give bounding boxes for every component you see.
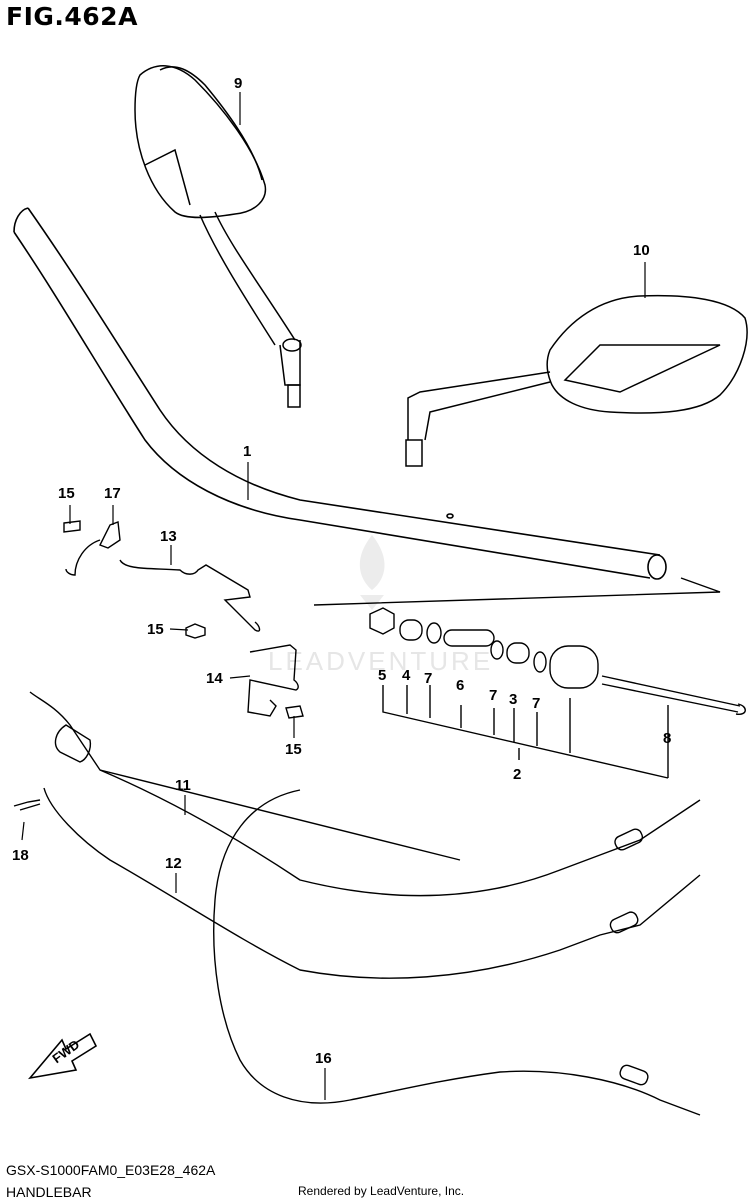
callout-15-top: 15 xyxy=(58,485,75,502)
balancer-washer-7a xyxy=(426,622,442,644)
balancer-washer-7b xyxy=(490,640,504,660)
callout-5: 5 xyxy=(378,667,386,684)
balancer-long-screw-8 xyxy=(601,675,746,715)
callout-12: 12 xyxy=(165,855,182,872)
callout-2: 2 xyxy=(513,766,521,783)
callout-6: 6 xyxy=(456,677,464,694)
bracket-14 xyxy=(247,644,299,717)
balancer-bolt-5 xyxy=(369,607,395,635)
handlebar xyxy=(13,207,667,580)
callout-10: 10 xyxy=(633,242,650,259)
screw-18 xyxy=(13,799,41,811)
callout-7a: 7 xyxy=(424,670,432,687)
callout-3: 3 xyxy=(509,691,517,708)
callout-15-bottom: 15 xyxy=(285,741,302,758)
balancer-collar-4 xyxy=(399,619,423,641)
bracket-13 xyxy=(119,559,261,632)
figure-title: FIG.462A xyxy=(6,2,138,31)
balancer-spacer-6 xyxy=(443,629,495,647)
callout-16: 16 xyxy=(315,1050,332,1067)
bolt-15-top xyxy=(63,520,81,533)
throttle-cable-12 xyxy=(43,787,701,979)
callouts: 9 10 1 15 17 13 15 14 15 5 4 7 6 7 3 7 8… xyxy=(12,75,671,1067)
callout-9: 9 xyxy=(234,75,242,92)
bracket-17 xyxy=(65,521,121,576)
fwd-arrow-icon: FWD xyxy=(27,1032,98,1080)
callout-7b: 7 xyxy=(489,687,497,704)
balancer-assembly xyxy=(313,577,746,779)
bolt-15-middle xyxy=(185,623,206,639)
callout-8: 8 xyxy=(663,730,671,747)
diagram-code: GSX-S1000FAM0_E03E28_462A xyxy=(6,1162,216,1178)
callout-leaders xyxy=(21,92,646,1100)
cables xyxy=(13,691,701,1116)
mirror-right xyxy=(405,294,748,467)
balancer-washer-7c xyxy=(533,651,547,673)
callout-7c: 7 xyxy=(532,695,540,712)
callout-14: 14 xyxy=(206,670,223,687)
callout-1: 1 xyxy=(243,443,251,460)
watermark: LEADVENTURE xyxy=(268,535,493,676)
watermark-text: LEADVENTURE xyxy=(268,646,493,676)
bracket-assembly xyxy=(63,520,304,719)
callout-4: 4 xyxy=(402,667,411,684)
callout-15-middle: 15 xyxy=(147,621,164,638)
bolt-15-bottom xyxy=(285,705,304,719)
callout-13: 13 xyxy=(160,528,177,545)
callout-17: 17 xyxy=(104,485,121,502)
callout-11: 11 xyxy=(175,777,191,794)
watermark-flame-icon xyxy=(359,535,385,610)
balancer-weight xyxy=(549,645,599,689)
callout-18: 18 xyxy=(12,847,29,864)
render-credit: Rendered by LeadVenture, Inc. xyxy=(298,1184,465,1198)
throttle-cable-11 xyxy=(29,691,701,897)
balancer-collar-3 xyxy=(506,642,530,664)
clutch-cable-16 xyxy=(213,789,701,1116)
diagram-name: HANDLEBAR xyxy=(6,1184,92,1200)
mirror-left xyxy=(134,65,302,408)
